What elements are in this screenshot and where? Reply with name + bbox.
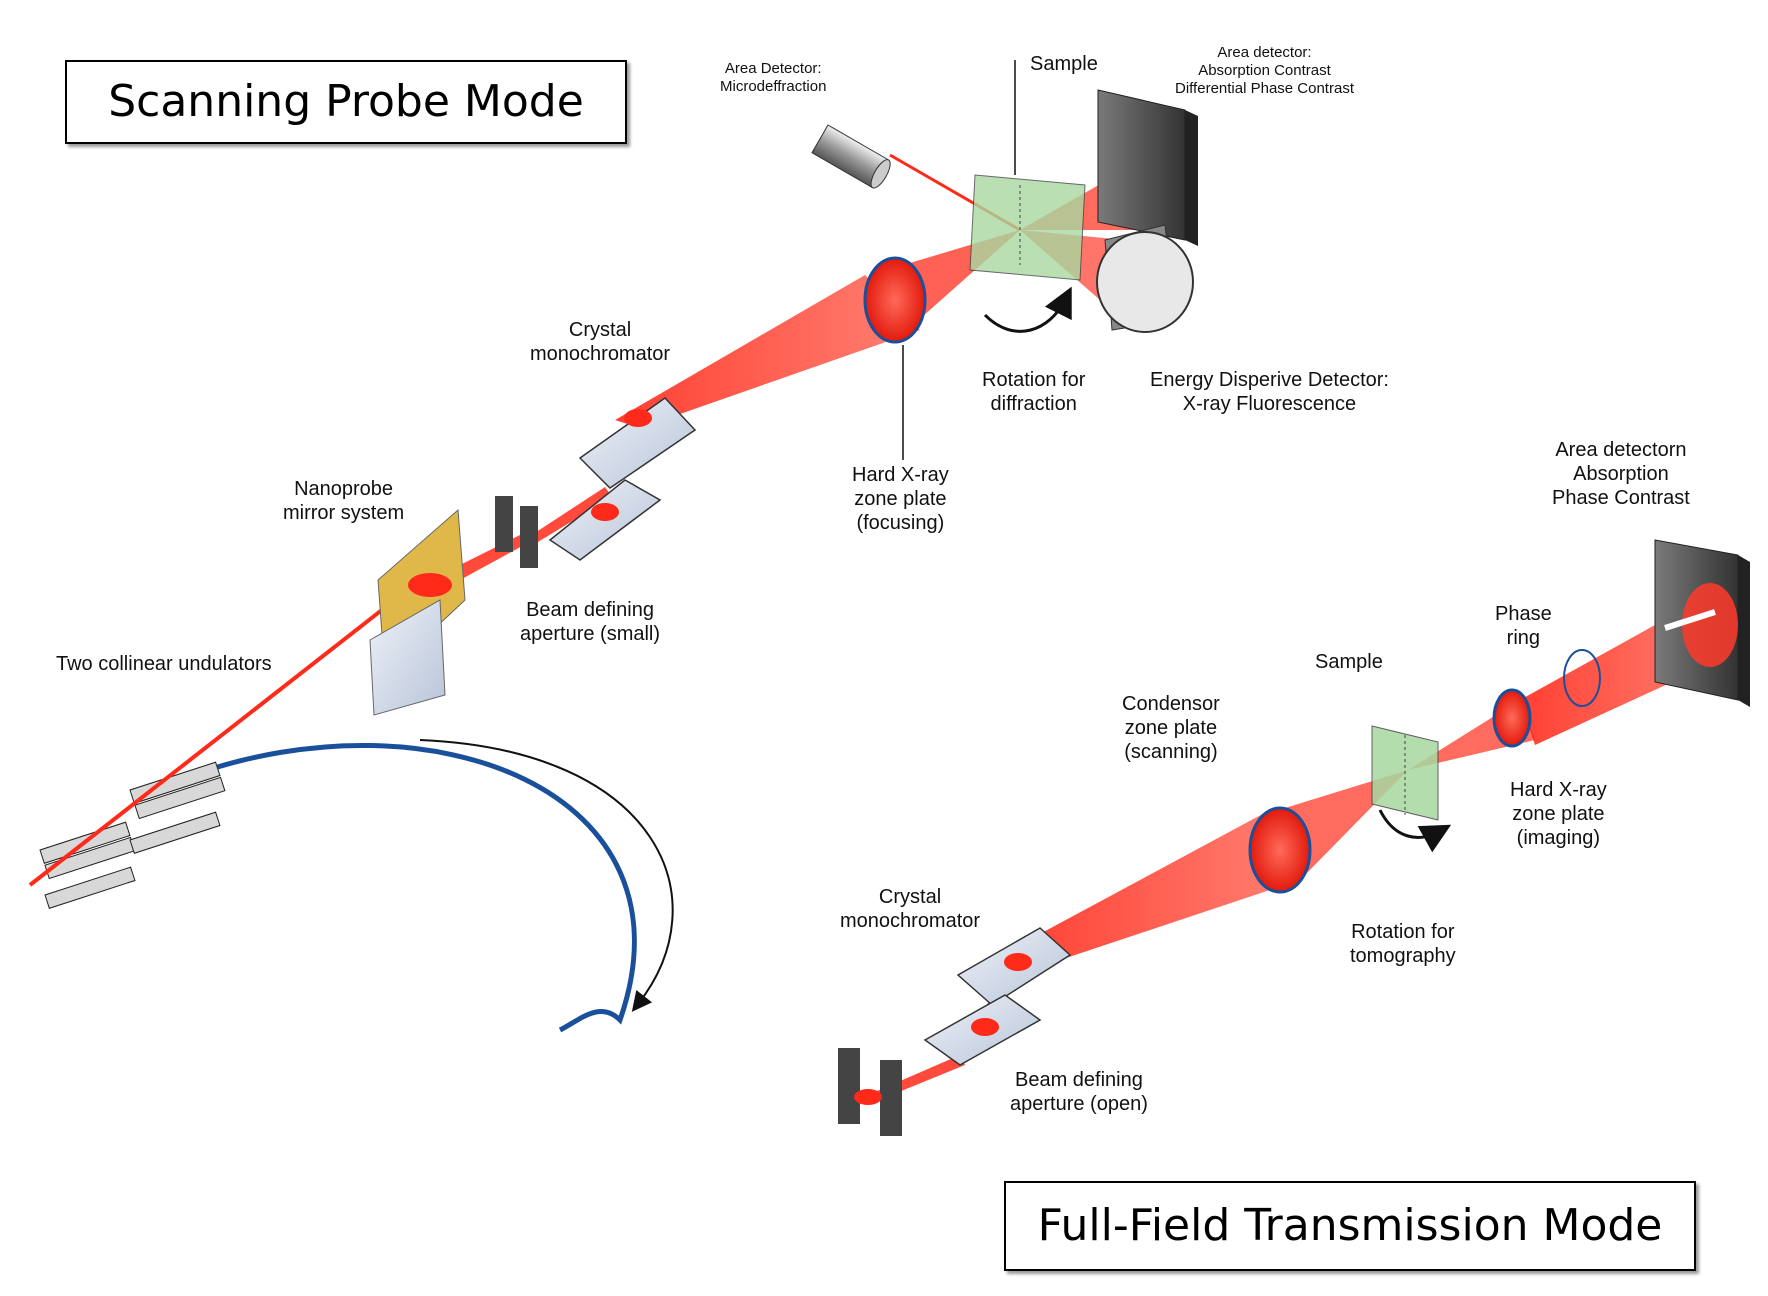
scan-rotation-arrow [983, 286, 1072, 333]
condensor-zone-plate [1248, 806, 1312, 894]
label-ff-crystal-monochromator: Crystal monochromator [840, 886, 981, 932]
label-area-detector-microdiffraction: Area Detector: Microdeffraction [720, 60, 827, 95]
label-scan-crystal-monochromator: Crystal monochromator [530, 319, 671, 365]
label-undulators: Two collinear undulators [56, 653, 272, 675]
label-rotation-tomography: Rotation for tomography [1350, 921, 1456, 967]
ff-zone-plate [1492, 688, 1532, 748]
full-field-mode-title: Full-Field Transmission Mode [1004, 1181, 1696, 1271]
ff-beam-to-condensor [1010, 810, 1300, 970]
scan-crystal-monochromator [548, 397, 697, 561]
label-phase-ring: Phase ring [1495, 603, 1552, 649]
microdiffraction-detector [811, 124, 891, 189]
nanoprobe-mirror [369, 508, 466, 716]
label-rotation-diffraction: Rotation for diffraction [982, 369, 1086, 415]
scan-area-detector [1097, 89, 1198, 246]
label-ff-sample: Sample [1315, 651, 1383, 673]
orbit-direction-arrow [419, 739, 674, 1012]
label-ff-area-detector: Area detectorn Absorption Phase Contrast [1552, 439, 1690, 509]
label-aperture-small: Beam defining aperture (small) [520, 599, 661, 645]
label-nanoprobe-mirror: Nanoprobe mirror system [283, 478, 405, 524]
label-scan-zone-plate: Hard X-ray zone plate (focusing) [852, 464, 949, 534]
phase-ring [1563, 649, 1601, 707]
ff-area-detector [1654, 539, 1750, 707]
storage-ring-arc [189, 742, 637, 1033]
undulators [39, 761, 226, 909]
label-condensor-zone-plate: Condensor zone plate (scanning) [1122, 693, 1220, 763]
aperture-small [495, 496, 538, 568]
label-ff-zone-plate: Hard X-ray zone plate (imaging) [1510, 779, 1607, 849]
ff-rotation-arrow [1378, 809, 1452, 853]
scan-zone-plate [863, 256, 927, 460]
scan-beam-source [28, 586, 412, 887]
label-aperture-open: Beam defining aperture (open) [1010, 1069, 1148, 1115]
scanning-mode-title: Scanning Probe Mode [65, 60, 627, 144]
label-scan-sample: Sample [1030, 53, 1098, 75]
scan-sample [969, 60, 1086, 281]
ff-sample [1371, 725, 1439, 821]
label-energy-dispersive-detector: Energy Disperive Detector: X-ray Fluores… [1150, 369, 1389, 415]
scan-beam-to-mono [524, 487, 612, 548]
aperture-open [838, 1048, 902, 1136]
scan-beam-to-zoneplate [615, 275, 920, 428]
label-area-detector-absorption: Area detector: Absorption Contrast Diffe… [1175, 44, 1354, 97]
ff-crystal-monochromator [923, 927, 1072, 1066]
energy-dispersive-detector [1096, 224, 1194, 333]
